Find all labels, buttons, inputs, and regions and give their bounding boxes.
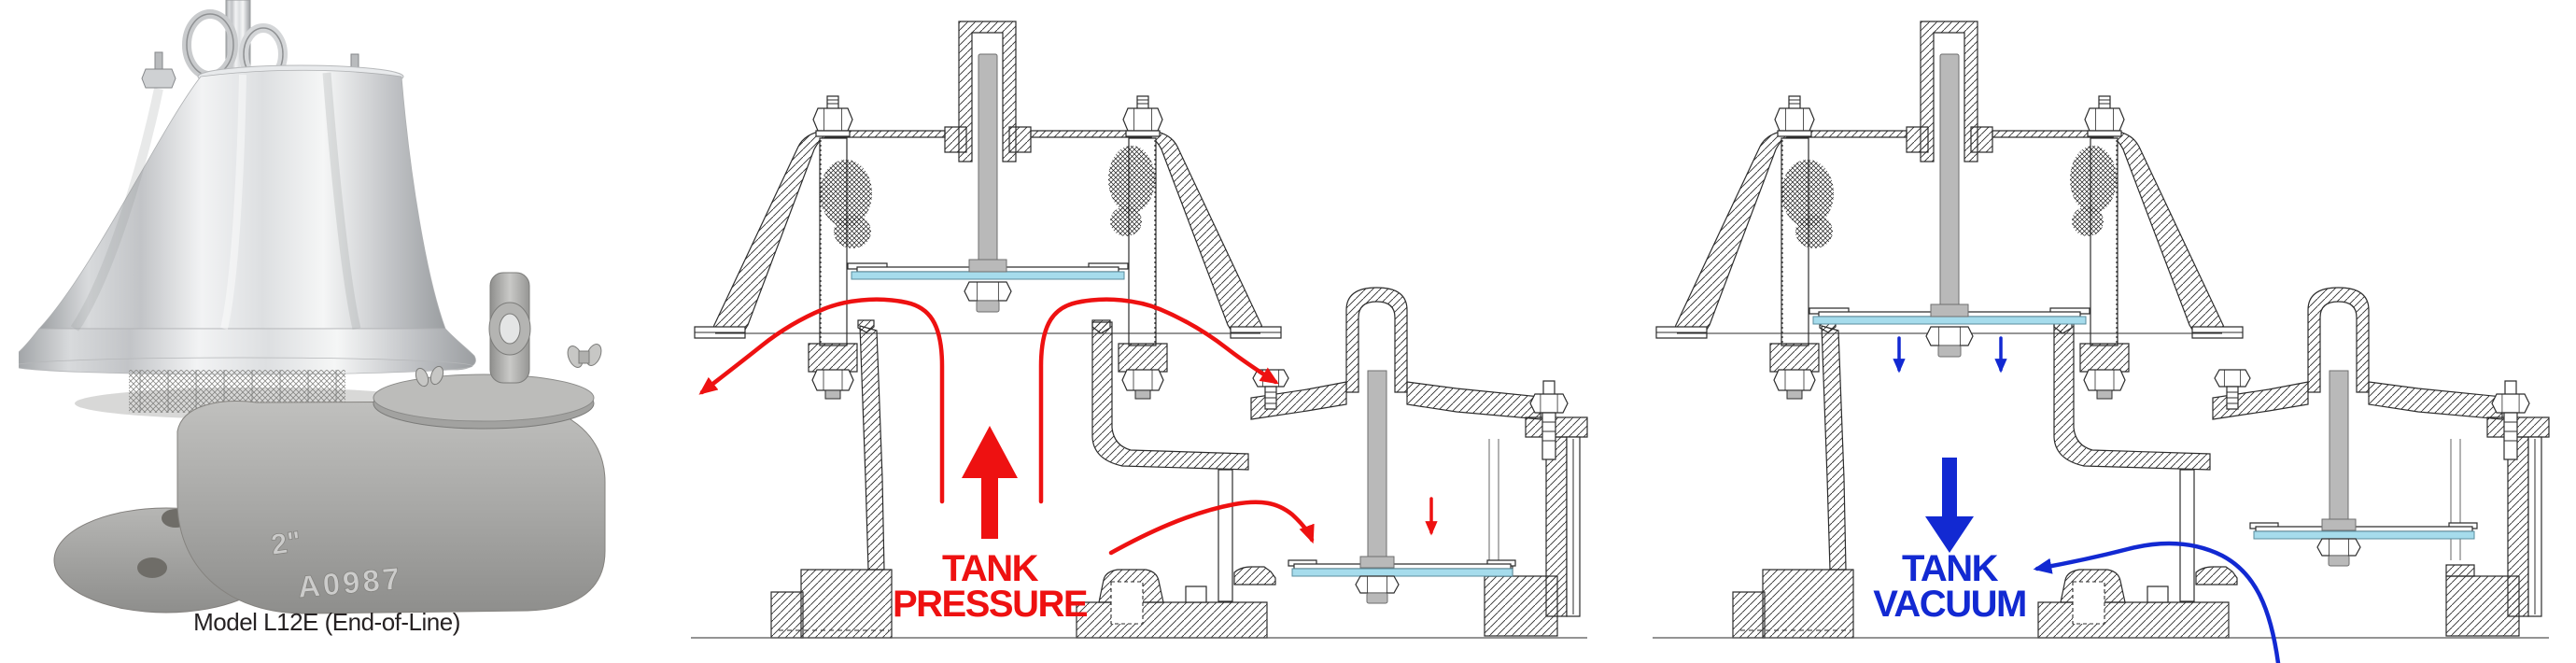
vacuum-label-line1: TANK bbox=[1902, 548, 1999, 589]
insect-screen-mesh bbox=[1781, 146, 2117, 248]
hood-bolts bbox=[1774, 95, 2125, 137]
pressure-label: TANK PRESSURE bbox=[893, 548, 1089, 625]
weather-hood-bell bbox=[19, 64, 476, 375]
photo-caption: Model L12E (End-of-Line) bbox=[193, 608, 460, 636]
valve-body bbox=[1653, 319, 2549, 639]
main-valve-stem bbox=[978, 53, 998, 268]
weather-hood bbox=[694, 126, 1282, 339]
side-vacuum-valve bbox=[2179, 287, 2550, 637]
insect-screen-mesh bbox=[820, 146, 1155, 248]
side-vacuum-valve bbox=[1218, 287, 1588, 637]
vacuum-diagram: TANK VACUUM bbox=[1615, 0, 2576, 663]
main-pallet-assembly bbox=[847, 259, 1129, 313]
cast-markings: 2" A0987 bbox=[269, 524, 404, 604]
size-marking: 2" bbox=[269, 525, 303, 561]
vent-stub-and-eye bbox=[488, 272, 531, 384]
hood-bolts bbox=[812, 95, 1163, 137]
valve-photo-art: 2" A0987 bbox=[19, 0, 606, 614]
pressure-diagram: TANK PRESSURE bbox=[654, 0, 1615, 663]
pressure-flow-arrows bbox=[698, 297, 1438, 556]
stem-guide-tube bbox=[1920, 21, 1978, 162]
vacuum-valve-cross-section: TANK VACUUM bbox=[1653, 21, 2550, 663]
side-valve-stem bbox=[1367, 370, 1387, 565]
vacuum-flow-arrows bbox=[1893, 336, 2281, 663]
pressure-valve-cross-section: TANK PRESSURE bbox=[691, 21, 1588, 639]
cast-body bbox=[176, 374, 606, 614]
product-photo: 2" A0987 bbox=[19, 0, 644, 616]
vacuum-label: TANK VACUUM bbox=[1873, 548, 2027, 625]
vacuum-label-line2: VACUUM bbox=[1873, 584, 2026, 625]
pressure-label-line1: TANK bbox=[942, 548, 1039, 589]
pressure-up-arrow-icon bbox=[962, 426, 1018, 539]
pressure-label-line2: PRESSURE bbox=[893, 584, 1088, 625]
main-pallet-assembly bbox=[1809, 303, 2090, 358]
main-valve-stem bbox=[1939, 53, 1960, 313]
stem-guide-tube bbox=[958, 21, 1017, 162]
side-valve-stem bbox=[2329, 370, 2349, 528]
wing-nuts bbox=[415, 344, 602, 388]
product-photo-panel: 2" A0987 Model L12E (End-of-Line) bbox=[19, 0, 644, 663]
vacuum-down-arrow-icon bbox=[1925, 458, 1974, 553]
valve-body bbox=[691, 319, 1587, 639]
